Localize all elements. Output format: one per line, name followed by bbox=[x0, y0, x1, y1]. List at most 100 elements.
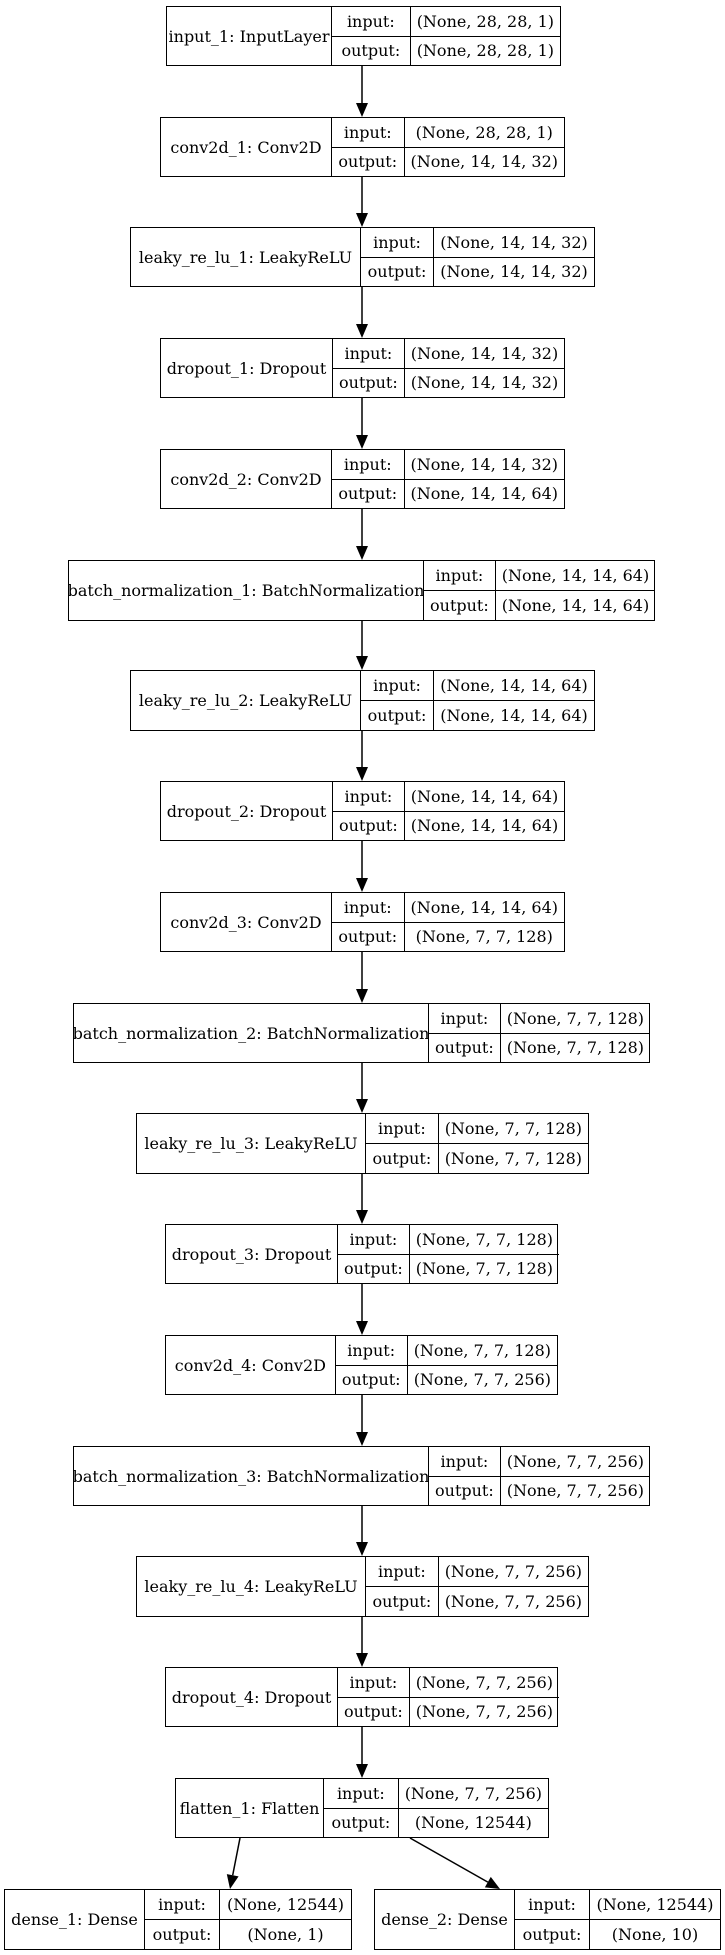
port-labels: input:output: bbox=[335, 1336, 408, 1394]
input-label: input: bbox=[333, 339, 404, 369]
layer-name: batch_normalization_3: BatchNormalizatio… bbox=[73, 1447, 429, 1505]
output-label: output: bbox=[372, 1592, 432, 1611]
port-labels: input:output: bbox=[429, 1447, 501, 1505]
port-labels: input: output: bbox=[331, 450, 405, 508]
arrowhead-icon bbox=[356, 1099, 368, 1113]
output-shape: (None, 7, 7, 256) bbox=[444, 1592, 582, 1611]
arrowhead-icon bbox=[356, 1321, 368, 1335]
arrowhead-icon bbox=[356, 878, 368, 892]
port-labels: input:output: bbox=[145, 1890, 220, 1949]
output-label: output: bbox=[341, 41, 401, 61]
port-labels: input: output: bbox=[333, 339, 405, 397]
layer-name: dropout_4: Dropout bbox=[166, 1668, 338, 1726]
output-label: output: bbox=[344, 1259, 403, 1279]
input-label: input: bbox=[366, 1114, 438, 1144]
output-shape: (None, 7, 7, 256) bbox=[506, 1481, 645, 1501]
port-shapes: (None, 7, 7, 128)(None, 7, 7, 256) bbox=[407, 1336, 557, 1394]
port-shapes: (None, 7, 7, 256) (None, 12544) bbox=[398, 1779, 548, 1837]
output-shape: (None, 7, 7, 128) bbox=[415, 927, 553, 947]
output-label: output: bbox=[338, 484, 398, 504]
port-shapes: (None, 7, 7, 256)(None, 7, 7, 256) bbox=[500, 1447, 651, 1505]
input-shape: (None, 12544) bbox=[220, 1890, 351, 1920]
layer-name: input_1: InputLayer bbox=[167, 7, 332, 65]
port-shapes: (None, 7, 7, 256) (None, 7, 7, 256) bbox=[438, 1557, 588, 1616]
port-shapes: (None, 14, 14, 32)(None, 14, 14, 32) bbox=[404, 339, 565, 397]
output-label: output: bbox=[344, 1702, 403, 1722]
input-label: input: bbox=[515, 1890, 589, 1920]
layer-name: conv2d_2: Conv2D bbox=[161, 450, 332, 508]
layer-name: dense_1: Dense bbox=[5, 1890, 145, 1949]
port-labels: input:output: bbox=[366, 1557, 439, 1616]
arrowhead-icon bbox=[356, 1653, 368, 1667]
layer-name: conv2d_3: Conv2D bbox=[161, 893, 332, 951]
output-shape: (None, 12544) bbox=[414, 1813, 532, 1833]
input-label: input: bbox=[331, 893, 404, 923]
layer-name: leaky_re_lu_1: LeakyReLU bbox=[131, 228, 361, 286]
input-label: input: bbox=[338, 1225, 409, 1255]
arrowhead-icon bbox=[226, 1874, 239, 1889]
input-label: input: bbox=[424, 561, 495, 591]
port-labels: input:output: bbox=[429, 1004, 501, 1062]
port-shapes: (None, 7, 7, 128) (None, 7, 7, 128) bbox=[500, 1004, 651, 1062]
output-label: output: bbox=[331, 1813, 391, 1833]
port-shapes: (None, 7, 7, 128)(None, 7, 7, 128) bbox=[409, 1225, 560, 1283]
port-shapes: (None, 7, 7, 128)(None, 7, 7, 128) bbox=[438, 1114, 588, 1173]
output-shape: (None, 14, 14, 32) bbox=[410, 373, 559, 393]
input-shape: (None, 14, 14, 64) bbox=[434, 671, 594, 701]
input-label: input: bbox=[331, 118, 404, 148]
input-shape: (None, 28, 28, 1) bbox=[404, 118, 564, 148]
output-label: output: bbox=[338, 927, 398, 947]
port-shapes: (None, 28, 28, 1)(None, 28, 28, 1) bbox=[410, 7, 560, 65]
layer-name: conv2d_4: Conv2D bbox=[166, 1336, 336, 1394]
input-shape: (None, 7, 7, 256) bbox=[438, 1557, 588, 1587]
input-label: input: bbox=[361, 671, 433, 701]
output-shape: (None, 7, 7, 128) bbox=[506, 1038, 645, 1058]
port-labels: input: output: bbox=[424, 561, 496, 620]
input-shape: (None, 7, 7, 128) bbox=[500, 1004, 651, 1034]
output-shape: (None, 10) bbox=[611, 1925, 699, 1944]
output-label: output: bbox=[430, 596, 489, 615]
output-shape: (None, 1) bbox=[247, 1925, 324, 1944]
arrowhead-icon bbox=[356, 1542, 368, 1556]
output-label: output: bbox=[522, 1925, 582, 1944]
port-shapes: (None, 14, 14, 64)(None, 7, 7, 128) bbox=[404, 893, 564, 951]
port-shapes: (None, 12544) (None, 1) bbox=[220, 1890, 351, 1949]
input-shape: (None, 7, 7, 256) bbox=[398, 1779, 548, 1809]
port-labels: input: output: bbox=[338, 1668, 410, 1726]
output-shape: (None, 14, 14, 64) bbox=[440, 706, 588, 725]
output-shape: (None, 14, 14, 32) bbox=[410, 152, 558, 172]
layer-node-batch-normalization-1: batch_normalization_1: BatchNormalizatio… bbox=[68, 560, 656, 621]
output-label: output: bbox=[152, 1925, 212, 1944]
output-shape: (None, 14, 14, 64) bbox=[501, 596, 650, 615]
input-label: input: bbox=[331, 450, 404, 480]
arrowhead-icon bbox=[356, 656, 368, 670]
layer-node-batch-normalization-2: batch_normalization_2: BatchNormalizatio… bbox=[73, 1003, 651, 1063]
input-label: input: bbox=[338, 1668, 409, 1698]
input-shape: (None, 7, 7, 128) bbox=[407, 1336, 557, 1366]
output-label: output: bbox=[341, 1370, 401, 1390]
arrowhead-icon bbox=[356, 213, 368, 227]
input-shape: (None, 12544) bbox=[590, 1890, 720, 1920]
input-shape: (None, 7, 7, 128) bbox=[409, 1225, 560, 1255]
input-label: input: bbox=[361, 228, 433, 258]
arrowhead-icon bbox=[356, 1764, 368, 1778]
arrowhead-icon bbox=[356, 767, 368, 781]
arrowhead-icon bbox=[356, 989, 368, 1003]
port-labels: input:output: bbox=[333, 782, 405, 840]
input-shape: (None, 14, 14, 64) bbox=[404, 782, 565, 812]
port-shapes: (None, 14, 14, 64)(None, 14, 14, 64) bbox=[404, 782, 565, 840]
output-label: output: bbox=[339, 373, 398, 393]
layer-node-batch-normalization-3: batch_normalization_3: BatchNormalizatio… bbox=[73, 1446, 651, 1506]
arrowhead-icon bbox=[356, 324, 368, 338]
output-shape: (None, 28, 28, 1) bbox=[416, 41, 554, 61]
